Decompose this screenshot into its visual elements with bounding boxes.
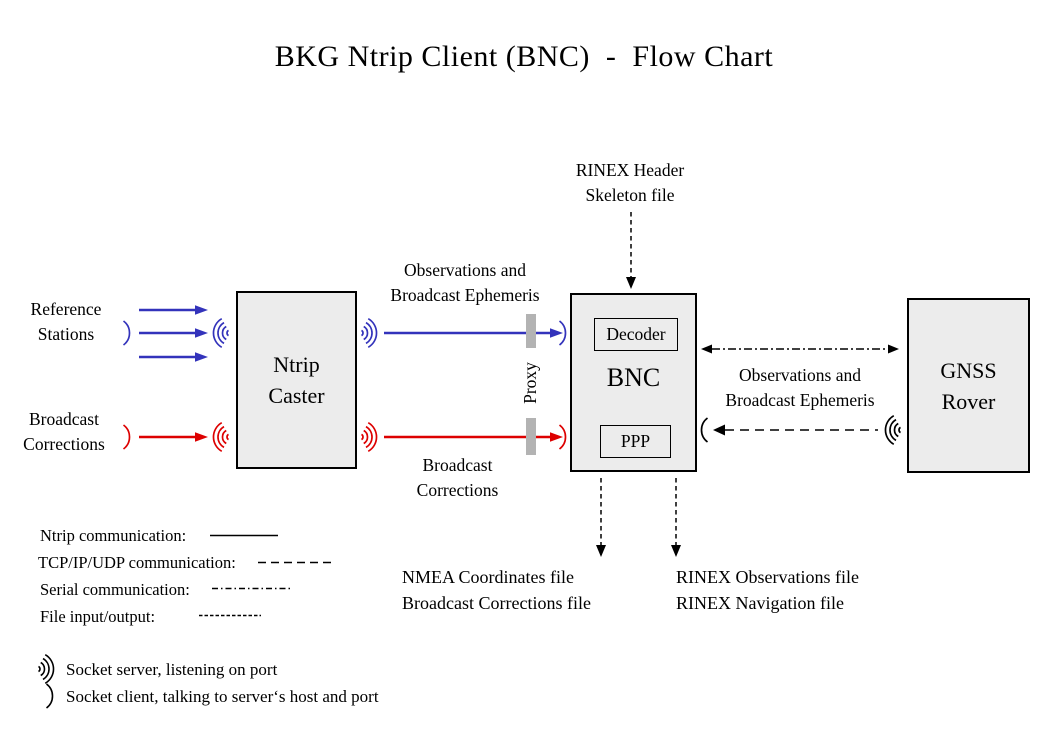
bnc-label: BNC bbox=[606, 363, 661, 392]
broadcast-corrections-input-label: Broadcast Corrections bbox=[2, 407, 126, 457]
legend-serial-line bbox=[212, 586, 290, 591]
serial-arrow-bnc-rover bbox=[700, 342, 900, 356]
rinex-out-line1: RINEX Observations file bbox=[676, 567, 859, 587]
nmea-out-line1: NMEA Coordinates file bbox=[402, 567, 574, 587]
rinex-skeleton-label: RINEX Header Skeleton file bbox=[530, 158, 730, 208]
legend-file-label: File input/output: bbox=[40, 607, 156, 626]
ntrip-arrow-station-1 bbox=[139, 304, 209, 316]
decoder-label: Decoder bbox=[606, 324, 666, 344]
ntrip-caster-box: Ntrip Caster bbox=[236, 291, 357, 469]
nmea-out-label: NMEA Coordinates file Broadcast Correcti… bbox=[402, 565, 591, 616]
broadcast-corrections-mid-line2: Corrections bbox=[416, 480, 499, 500]
file-arrow-skeleton bbox=[625, 212, 637, 290]
proxy-label: Proxy bbox=[519, 362, 540, 404]
legend-tcp-line bbox=[258, 560, 334, 565]
rinex-skeleton-line2: Skeleton file bbox=[585, 185, 675, 205]
legend-ntrip-label: Ntrip communication: bbox=[40, 526, 187, 545]
tcp-arrow-rover-bnc bbox=[712, 423, 880, 437]
gnss-rover-box: GNSS Rover bbox=[907, 298, 1030, 473]
reference-stations-line2: Stations bbox=[37, 324, 95, 344]
socket-client-icon bbox=[44, 681, 56, 711]
socket-client-icon bbox=[557, 422, 569, 452]
proxy-bar-top bbox=[526, 314, 536, 348]
decoder-box: Decoder bbox=[594, 318, 678, 351]
observations-top-line2: Broadcast Ephemeris bbox=[390, 285, 540, 305]
proxy-bar-bottom bbox=[526, 418, 536, 455]
socket-server-icon bbox=[210, 317, 232, 349]
rinex-skeleton-line1: RINEX Header bbox=[575, 160, 685, 180]
socket-server-icon bbox=[359, 421, 381, 453]
gnss-rover-line1: GNSS bbox=[940, 357, 997, 383]
socket-server-icon bbox=[36, 653, 58, 685]
legend-tcp-label: TCP/IP/UDP communication: bbox=[38, 553, 236, 572]
observations-right-line2: Broadcast Ephemeris bbox=[725, 390, 875, 410]
observations-top-label: Observations and Broadcast Ephemeris bbox=[350, 258, 580, 308]
page-title: BKG Ntrip Client (BNC) - Flow Chart bbox=[274, 40, 774, 73]
socket-server-icon bbox=[882, 414, 904, 446]
rinex-out-line2: RINEX Navigation file bbox=[676, 592, 844, 613]
ntrip-caster-line1: Ntrip bbox=[273, 352, 320, 377]
observations-right-line1: Observations and bbox=[739, 365, 861, 385]
gnss-rover-line2: Rover bbox=[941, 388, 996, 414]
legend-file-line bbox=[199, 613, 261, 618]
broadcast-corrections-input-line2: Corrections bbox=[23, 434, 105, 454]
socket-client-icon bbox=[557, 318, 569, 348]
legend-ntrip-line bbox=[210, 533, 278, 538]
broadcast-corrections-mid-label: Broadcast Corrections bbox=[375, 453, 540, 503]
bnc-box: Decoder BNC PPP bbox=[570, 293, 697, 472]
legend-serial-label: Serial communication: bbox=[40, 580, 190, 599]
ntrip-arrow-station-3 bbox=[139, 351, 209, 363]
ntrip-arrow-corrections-in bbox=[139, 431, 209, 443]
ntrip-arrow-station-2 bbox=[139, 327, 209, 339]
broadcast-corrections-mid-line1: Broadcast bbox=[422, 455, 493, 475]
reference-stations-label: Reference Stations bbox=[10, 297, 122, 347]
file-arrow-nmea bbox=[595, 478, 607, 558]
ppp-label: PPP bbox=[620, 431, 651, 451]
ntrip-caster-line2: Caster bbox=[268, 383, 325, 408]
ntrip-arrow-observations bbox=[384, 327, 564, 339]
nmea-out-line2: Broadcast Corrections file bbox=[402, 592, 591, 613]
socket-client-icon bbox=[121, 422, 133, 452]
observations-top-line1: Observations and bbox=[404, 260, 526, 280]
socket-client-legend-label: Socket client, talking to server‘s host … bbox=[66, 687, 379, 706]
socket-server-legend-label: Socket server, listening on port bbox=[66, 660, 278, 679]
rinex-out-label: RINEX Observations file RINEX Navigation… bbox=[676, 565, 859, 616]
socket-server-icon bbox=[359, 317, 381, 349]
ntrip-arrow-corrections bbox=[384, 431, 564, 443]
socket-client-icon bbox=[121, 318, 133, 348]
ppp-box: PPP bbox=[600, 425, 671, 458]
reference-stations-line1: Reference bbox=[30, 299, 102, 319]
broadcast-corrections-input-line1: Broadcast bbox=[29, 409, 99, 429]
file-arrow-rinex bbox=[670, 478, 682, 558]
socket-server-icon bbox=[210, 421, 232, 453]
observations-right-label: Observations and Broadcast Ephemeris bbox=[685, 363, 915, 413]
socket-client-icon bbox=[698, 415, 710, 445]
